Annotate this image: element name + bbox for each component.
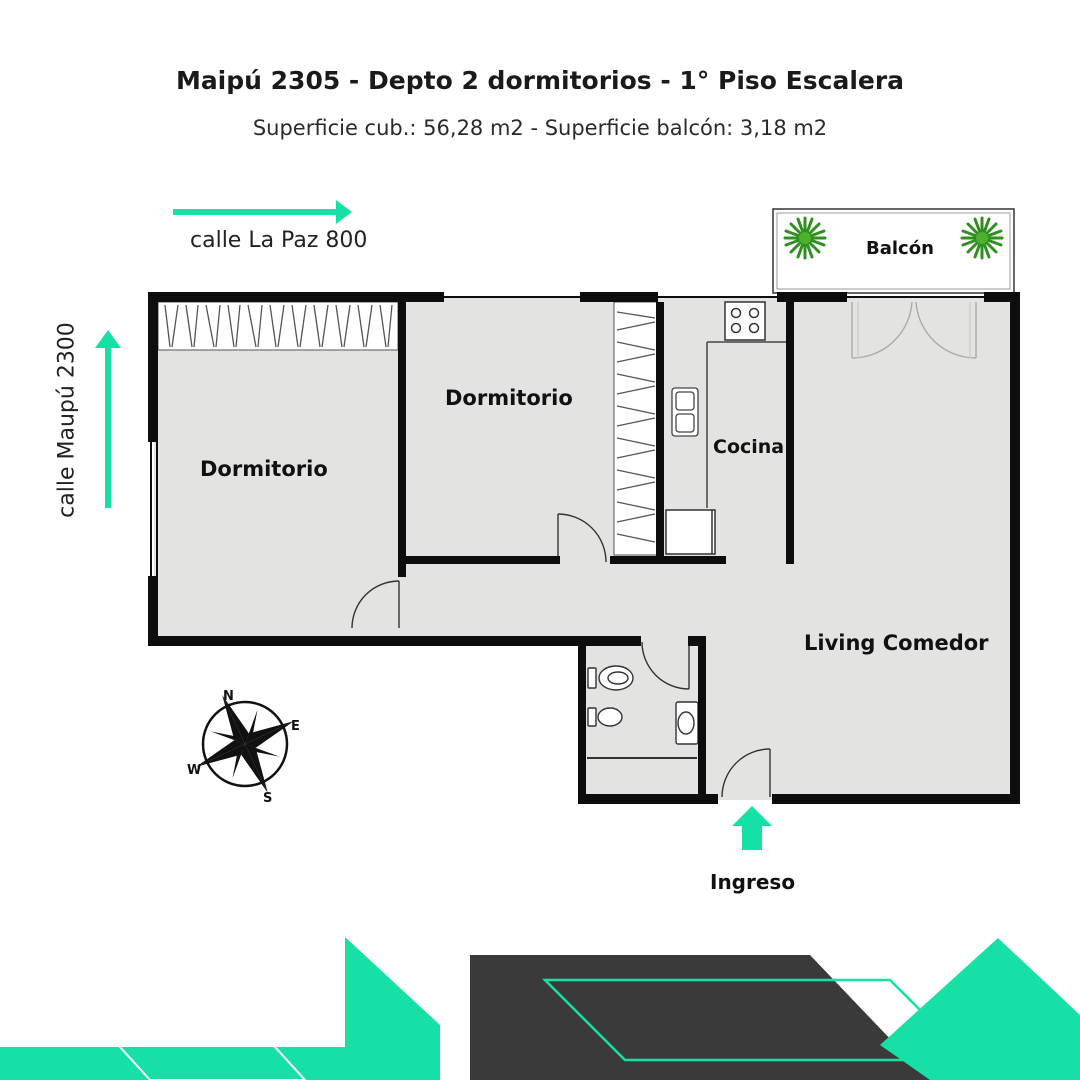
compass-n: N (223, 689, 234, 704)
page-title: Maipú 2305 - Depto 2 dormitorios - 1° Pi… (175, 66, 905, 95)
room-label-bedroom-left: Dormitorio (200, 457, 328, 481)
stove-icon (724, 301, 766, 341)
door-swing (351, 301, 977, 798)
street-label-vertical: calle Maupú 2300 (54, 322, 80, 518)
kitchen-counter (706, 341, 788, 508)
decorative-shapes (0, 937, 1080, 1080)
street-arrow-north (95, 330, 121, 508)
compass-w: W (187, 763, 201, 778)
compass-icon: N E S W (187, 689, 300, 806)
room-label-kitchen: Cocina (713, 436, 785, 458)
entrance-arrow (732, 806, 772, 850)
bidet-icon (587, 707, 623, 727)
compass-e: E (291, 719, 300, 734)
room-label-bedroom-center: Dormitorio (445, 386, 573, 410)
fridge-icon (665, 509, 716, 555)
floor-area (154, 297, 1016, 800)
closet-left (157, 301, 399, 351)
closet-center (613, 301, 659, 556)
street-arrow-east (173, 200, 352, 224)
toilet-icon (587, 665, 634, 691)
sink-icon (671, 387, 699, 437)
page-subtitle: Superficie cub.: 56,28 m2 - Superficie b… (252, 116, 828, 140)
room-label-living: Living Comedor (804, 631, 989, 655)
washbasin-icon (675, 701, 699, 745)
plant-icon (960, 216, 1004, 260)
entrance-label: Ingreso (710, 870, 796, 894)
compass-s: S (263, 791, 272, 806)
room-label-balcony: Balcón (866, 238, 934, 259)
street-label-horizontal: calle La Paz 800 (190, 228, 368, 253)
walls (148, 292, 1020, 804)
plant-icon (783, 216, 827, 260)
balcony (772, 208, 1015, 294)
